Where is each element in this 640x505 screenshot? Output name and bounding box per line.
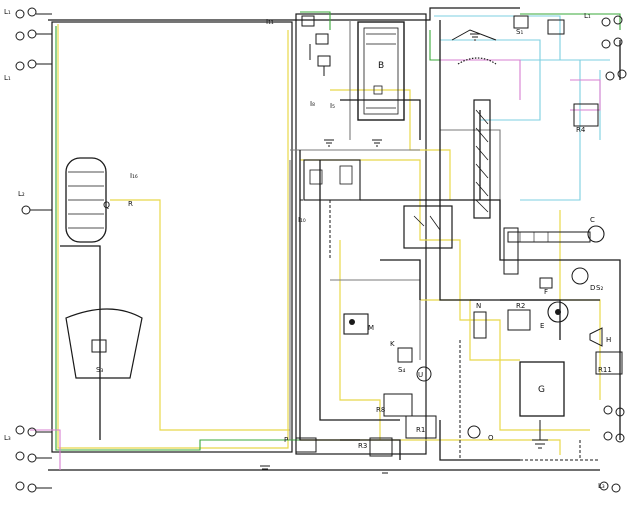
label-m: M	[368, 324, 374, 332]
label-l2: L₂	[18, 190, 25, 198]
label-s3: S₃	[96, 366, 103, 374]
grey-wires	[289, 20, 501, 440]
label-l3-rear: L₃	[4, 434, 11, 442]
component-u-sensor: U	[416, 366, 432, 382]
label-l1-right: L₁	[584, 12, 591, 20]
label-r4: R4	[576, 126, 586, 134]
component-r3: R3	[358, 437, 393, 457]
top-harness	[48, 7, 520, 21]
component-wiper-panel: S₃	[65, 308, 143, 379]
component-relay-module	[403, 205, 453, 249]
label-s4: S₄	[398, 366, 405, 374]
component-gauge-arc	[451, 29, 497, 65]
component-h-horn: H	[589, 327, 611, 347]
component-top-switches	[301, 15, 565, 76]
label-r3: R3	[358, 442, 367, 450]
component-e-motor: E	[540, 301, 569, 330]
label-u: U	[418, 371, 423, 379]
component-g-battery: G	[519, 361, 565, 449]
label-i11: I₁₁	[266, 18, 274, 26]
label-c: C	[590, 216, 595, 224]
label-p: P	[284, 436, 288, 444]
component-r2: R2	[507, 302, 531, 331]
frame-left-panel	[51, 21, 293, 453]
label-k: K	[390, 340, 395, 348]
rear-right-lamps	[599, 405, 625, 493]
label-l3-right: L₃	[598, 482, 605, 490]
label-f: F	[544, 288, 548, 296]
front-left-lamps	[15, 7, 52, 215]
component-q-radiator: Q	[65, 157, 110, 243]
component-r1: R1	[405, 415, 437, 439]
component-f-fuse: F	[539, 277, 553, 296]
label-i8: I₈	[310, 100, 315, 108]
cyan-wires	[434, 15, 610, 201]
label-i5: I₅	[330, 102, 335, 110]
frame-centre-panel	[295, 13, 427, 455]
black-wires	[60, 20, 621, 461]
component-c-lightbar: C	[503, 216, 605, 275]
label-i16: I₁₆	[130, 172, 138, 180]
component-o-sender: O	[467, 425, 494, 442]
label-h: H	[606, 336, 611, 344]
component-k-relay: K	[390, 340, 413, 363]
component-r11: R11	[595, 351, 623, 375]
component-m-generator: M	[343, 313, 374, 335]
yellow-wires	[57, 24, 601, 455]
pink-wires	[30, 59, 601, 470]
label-r2: R2	[516, 302, 525, 310]
component-p-switch: P	[284, 436, 317, 453]
label-l1-front: L₁	[4, 74, 11, 82]
label-r-fan: R	[128, 200, 133, 208]
component-instrument-strip	[473, 99, 491, 219]
dashed-lines	[300, 199, 600, 461]
component-b-fusebox: B	[357, 21, 405, 121]
label-r11: R11	[598, 366, 612, 374]
label-l1-top: L₁	[4, 8, 11, 16]
label-e: E	[540, 322, 544, 330]
green-wires	[55, 11, 621, 451]
label-s2: S₂	[596, 284, 603, 292]
label-g: G	[538, 385, 545, 395]
label-i10: I₁₀	[298, 216, 306, 224]
ground-symbols	[260, 33, 480, 474]
label-r1: R1	[416, 426, 425, 434]
component-r8: R8	[376, 393, 413, 417]
label-d: D	[590, 284, 595, 292]
label-n: N	[476, 302, 481, 310]
component-d-distributor: D	[571, 267, 595, 292]
car-body-outline	[48, 7, 600, 471]
label-s1: S₁	[516, 28, 523, 36]
front-right-lamps	[601, 15, 627, 81]
component-n-coil: N	[473, 302, 487, 339]
label-r8: R8	[376, 406, 385, 414]
component-r4: R4	[573, 103, 599, 134]
label-o: O	[488, 434, 494, 442]
label-q: Q	[103, 201, 110, 211]
rear-left-lamps	[15, 425, 52, 493]
label-b: B	[378, 61, 384, 71]
component-switch-cluster	[303, 159, 361, 201]
